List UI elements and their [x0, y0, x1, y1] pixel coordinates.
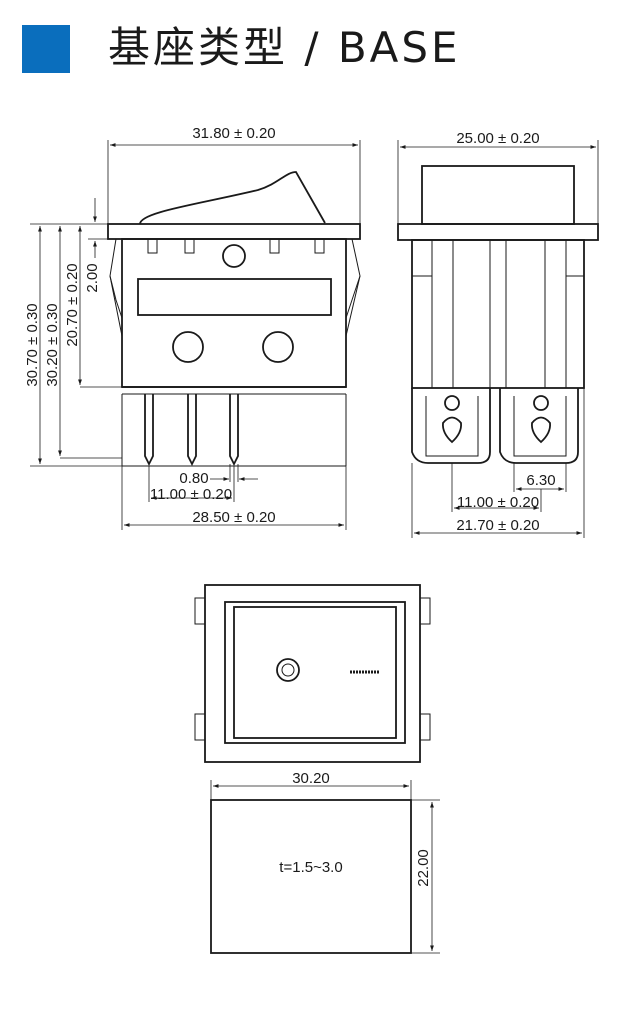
height-inner-label: 20.70 ± 0.20	[64, 263, 81, 346]
flange-height-label: 2.00	[84, 263, 101, 292]
height-body-label: 30.20 ± 0.30	[44, 303, 61, 386]
terminal-width-label: 6.30	[526, 472, 555, 489]
height-total-label: 30.70 ± 0.30	[24, 303, 41, 386]
panel-cutout: 30.20 22.00 t=1.5~3.0	[210, 770, 440, 954]
pin-pitch-label: 11.00 ± 0.20	[150, 486, 232, 503]
terminal-pitch-label: 11.00 ± 0.20	[457, 494, 539, 511]
side-width-label: 25.00 ± 0.20	[456, 130, 539, 147]
pin-width-label: 0.80	[179, 470, 208, 487]
cutout-width-label: 30.20	[292, 770, 330, 787]
front-width-label: 31.80 ± 0.20	[192, 125, 275, 142]
front-view: 31.80 ± 0.20 30.70 ± 0.30 30.20 ± 0.30 2…	[24, 125, 361, 530]
header: 基座类型 / BASE	[0, 0, 627, 90]
page-title: 基座类型 / BASE	[108, 23, 461, 72]
side-base-width-label: 21.70 ± 0.20	[456, 517, 539, 534]
cutout-height-label: 22.00	[415, 849, 432, 887]
side-view: 25.00 ± 0.20 6.30 11.00 ± 0.20 21.70 ± 0…	[397, 130, 599, 538]
thickness-label: t=1.5~3.0	[279, 859, 342, 876]
brand-square	[22, 25, 70, 73]
base-width-label: 28.50 ± 0.20	[192, 509, 275, 526]
top-view	[194, 584, 431, 763]
